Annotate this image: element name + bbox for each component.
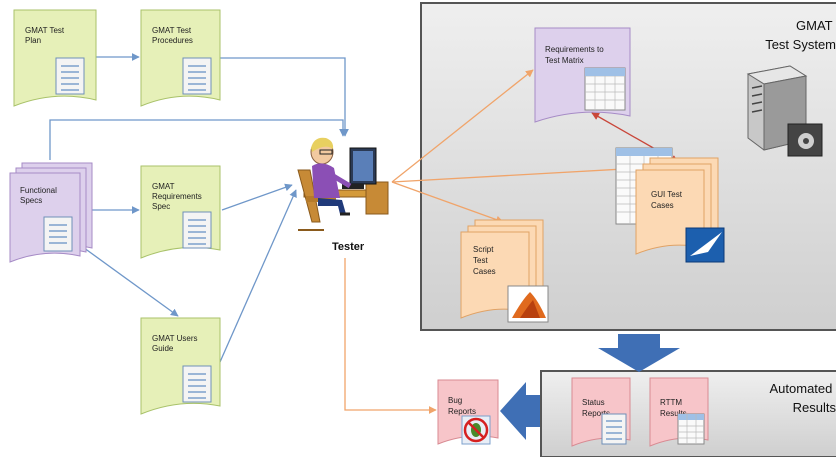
document-icon (182, 365, 212, 403)
down-block-arrow (598, 334, 680, 372)
document-icon (55, 57, 85, 95)
no-bug-icon (461, 415, 491, 445)
orange-connectors (344, 69, 643, 414)
tester-person-icon (297, 137, 389, 231)
left-block-arrow (500, 382, 540, 440)
matlab-icon (507, 285, 549, 323)
server-icon (746, 65, 823, 157)
test-system-title: GMAT Test System (765, 18, 836, 52)
document-icon (601, 413, 627, 445)
document-icon (43, 216, 73, 252)
spreadsheet-icon (584, 67, 626, 111)
blue-connectors (49, 53, 349, 363)
tester-label: Tester (332, 241, 365, 253)
document-icon (182, 57, 212, 95)
automated-results-title: Automated Results (770, 381, 836, 415)
document-icon (182, 211, 212, 249)
windows-app-icon (685, 227, 725, 263)
spreadsheet-icon (677, 413, 705, 445)
